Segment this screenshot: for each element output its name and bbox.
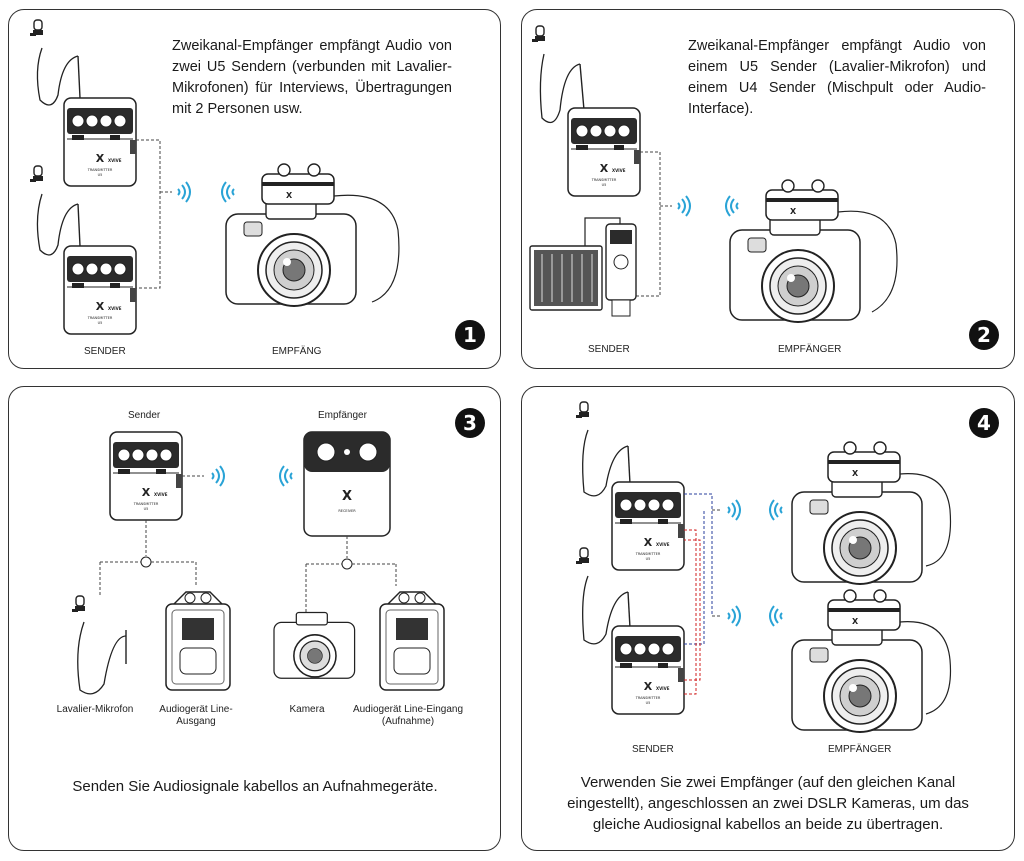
panel-4-receiver-label: EMPFÄNGER bbox=[828, 744, 892, 755]
panel-3-label-line-in: Audiogerät Line-Eingang (Aufnahme) bbox=[352, 704, 464, 727]
panel-4-caption: Verwenden Sie zwei Empfänger (auf den gl… bbox=[567, 774, 969, 833]
panel-3-receiver-heading: Empfänger bbox=[318, 410, 367, 421]
panel-3-label-lavalier: Lavalier-Mikrofon bbox=[56, 704, 134, 715]
panel-4 bbox=[521, 386, 1015, 851]
panel-2-sender-label: SENDER bbox=[588, 344, 630, 355]
panel-2-number-badge: 2 bbox=[969, 320, 999, 350]
panel-4-number-badge: 4 bbox=[969, 408, 999, 438]
panel-2-description: Zweikanal-Empfänger empfängt Audio von e… bbox=[688, 38, 986, 117]
panel-4-art bbox=[575, 401, 952, 733]
panel-4-sender-label: SENDER bbox=[632, 744, 674, 755]
panel-3-label-line-out: Audiogerät Line-Ausgang bbox=[159, 704, 233, 727]
panel-2-receiver-label: EMPFÄNGER bbox=[778, 344, 842, 355]
panel-1-art bbox=[29, 19, 400, 335]
panel-2-art bbox=[529, 25, 898, 323]
panel-3-caption: Senden Sie Audiosignale kabellos an Aufn… bbox=[72, 778, 438, 795]
panel-1-sender-label: SENDER bbox=[84, 346, 126, 357]
panel-1-description: Zweikanal-Empfänger empfängt Audio von z… bbox=[172, 38, 452, 117]
panel-3-art bbox=[71, 431, 445, 695]
panel-1-number-badge: 1 bbox=[455, 320, 485, 350]
panel-3-label-camera: Kamera bbox=[289, 704, 325, 715]
panel-1-receiver-label: EMPFÄNG bbox=[272, 346, 322, 357]
panel-3-sender-heading: Sender bbox=[128, 410, 161, 421]
panel-3-number-badge: 3 bbox=[455, 408, 485, 438]
